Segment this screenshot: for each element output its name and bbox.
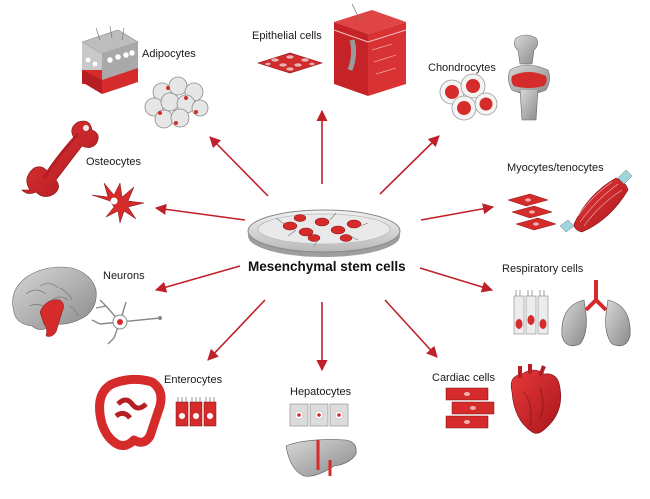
label-myocytes-tenocytes: Myocytes/tenocytes	[507, 162, 604, 174]
label-cardiac-cells: Cardiac cells	[432, 372, 495, 384]
chondrocyte-cells-icon	[439, 73, 498, 121]
ciliated-cells-icon	[513, 290, 549, 335]
fat-cell-cluster-icon	[144, 76, 209, 129]
arrow-neurons	[154, 265, 241, 293]
label-hepatocytes: Hepatocytes	[290, 386, 352, 398]
label-adipocytes: Adipocytes	[142, 48, 196, 60]
myocyte-cells-icon	[507, 193, 557, 231]
label-osteocytes: Osteocytes	[86, 156, 142, 168]
arrows	[154, 109, 495, 372]
enterocyte-cells-icon	[175, 397, 217, 427]
neuron-icon	[91, 299, 162, 345]
label-epithelial-cells: Epithelial cells	[252, 30, 322, 42]
skin-block-icon	[333, 3, 407, 96]
arrow-cardiac	[384, 299, 438, 358]
liver-icon	[285, 439, 357, 477]
label-chondrocytes: Chondrocytes	[428, 62, 496, 74]
arrow-respiratory	[419, 267, 494, 293]
arrow-chondrocytes	[379, 135, 440, 195]
muscle-tendon-icon	[559, 169, 633, 233]
petri-dish-icon	[247, 209, 401, 257]
intestine-icon	[95, 374, 166, 450]
arrow-adipocytes	[209, 136, 269, 197]
label-enterocytes: Enterocytes	[164, 374, 223, 386]
arrow-myocytes	[420, 203, 495, 221]
skin-fat-block-icon	[81, 25, 139, 94]
lungs-icon	[561, 280, 631, 347]
osteocyte-icon	[91, 182, 145, 224]
knee-joint-icon	[508, 34, 550, 121]
center-label: Mesenchymal stem cells	[248, 259, 406, 274]
hepatocyte-cells-icon	[289, 403, 349, 427]
heart-icon	[510, 364, 561, 434]
epithelial-sheet-icon	[256, 52, 324, 74]
label-neurons: Neurons	[103, 270, 145, 282]
cardiomyocyte-icon	[445, 387, 495, 429]
label-respiratory-cells: Respiratory cells	[502, 263, 584, 275]
arrow-osteocytes	[154, 203, 246, 221]
brain-icon	[12, 266, 97, 337]
arrow-enterocytes	[207, 299, 266, 361]
bone-icon	[21, 120, 99, 197]
